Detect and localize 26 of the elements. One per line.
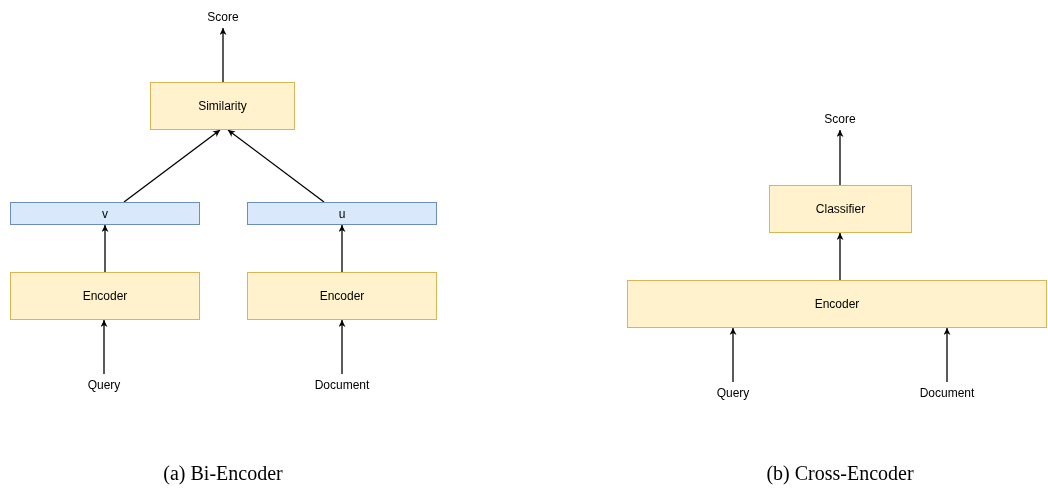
- text-label: Query: [708, 382, 758, 404]
- vector-box: u: [247, 202, 437, 225]
- arrow: [729, 327, 737, 383]
- caption: (a) Bi-Encoder: [163, 462, 283, 485]
- arrow: [101, 224, 109, 273]
- vector-box: v: [10, 202, 200, 225]
- arrow: [219, 27, 227, 83]
- arrow: [338, 319, 346, 375]
- text-label: Score: [815, 108, 865, 130]
- arrow: [123, 129, 221, 203]
- process-box: Encoder: [10, 272, 200, 320]
- process-box: Encoder: [247, 272, 437, 320]
- arrow: [227, 129, 325, 203]
- arrow: [100, 319, 108, 375]
- arrow: [943, 327, 951, 383]
- text-label: Document: [307, 374, 377, 396]
- process-box: Encoder: [627, 280, 1047, 328]
- arrow: [338, 224, 346, 273]
- text-label: Query: [79, 374, 129, 396]
- process-box: Similarity: [150, 82, 295, 130]
- arrow: [836, 129, 844, 186]
- caption: (b) Cross-Encoder: [766, 462, 914, 485]
- text-label: Score: [198, 6, 248, 28]
- text-label: Document: [912, 382, 982, 404]
- arrow: [836, 232, 844, 281]
- process-box: Classifier: [769, 185, 912, 233]
